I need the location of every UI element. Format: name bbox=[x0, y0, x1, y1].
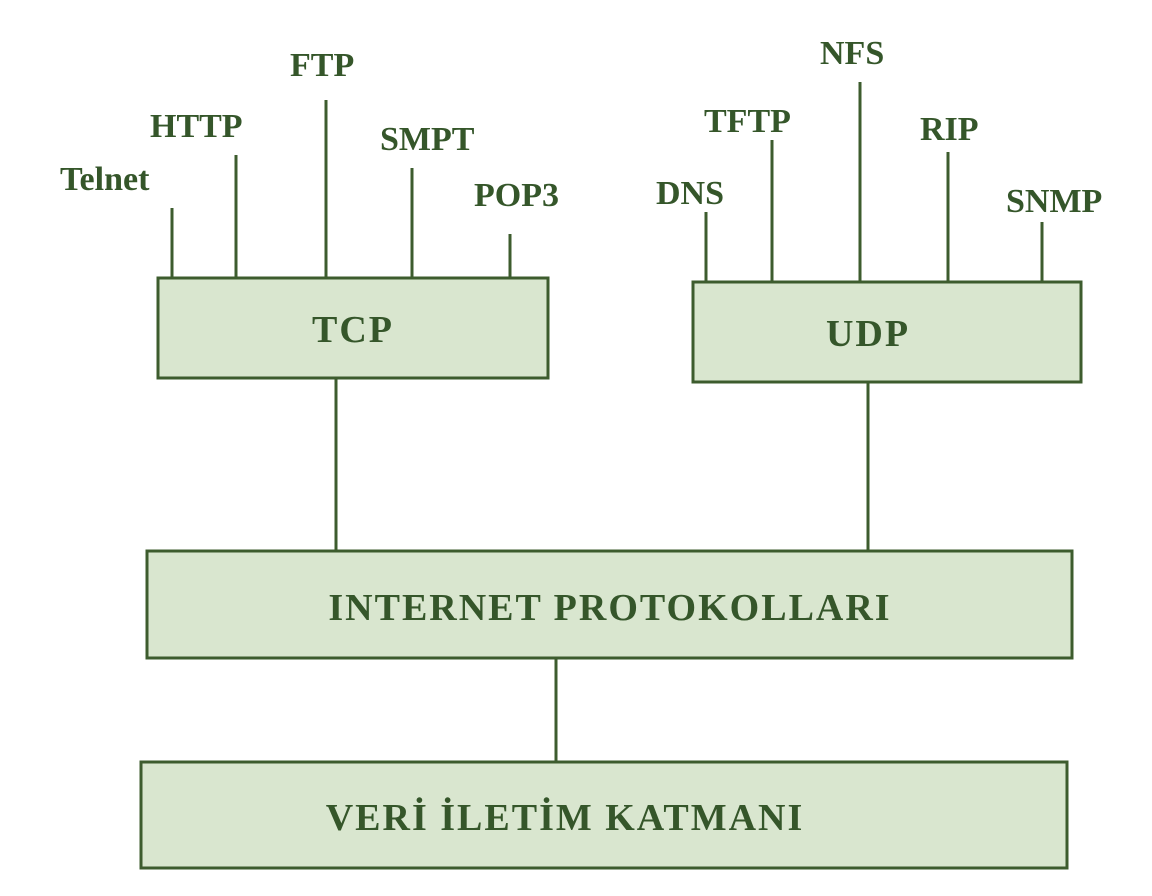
protocol-nfs: NFS bbox=[820, 35, 884, 72]
protocol-pop3: POP3 bbox=[474, 177, 559, 214]
data-link-layer-box: VERİ İLETİM KATMANI bbox=[139, 760, 1069, 870]
protocol-ftp: FTP bbox=[290, 47, 354, 84]
protocol-dns: DNS bbox=[656, 175, 724, 212]
protocol-http: HTTP bbox=[150, 108, 243, 145]
protocol-snmp: SNMP bbox=[1006, 183, 1102, 220]
protocol-tftp: TFTP bbox=[704, 103, 791, 140]
internet-protocols-label: INTERNET PROTOKOLLARI bbox=[328, 587, 891, 629]
data-link-layer-label: VERİ İLETİM KATMANI bbox=[326, 797, 805, 839]
udp-protocols: DNS TFTP NFS RIP SNMP bbox=[656, 35, 1102, 282]
tcp-protocols: Telnet HTTP FTP SMPT POP3 bbox=[60, 47, 559, 278]
internet-protocols-box: INTERNET PROTOKOLLARI bbox=[145, 549, 1074, 660]
udp-label: UDP bbox=[826, 313, 910, 355]
tcp-label: TCP bbox=[312, 309, 394, 351]
protocol-telnet: Telnet bbox=[60, 161, 150, 198]
udp-box: UDP bbox=[691, 280, 1083, 384]
tcp-box: TCP bbox=[156, 276, 550, 380]
protocol-smpt: SMPT bbox=[380, 121, 475, 158]
protocol-rip: RIP bbox=[920, 111, 979, 148]
